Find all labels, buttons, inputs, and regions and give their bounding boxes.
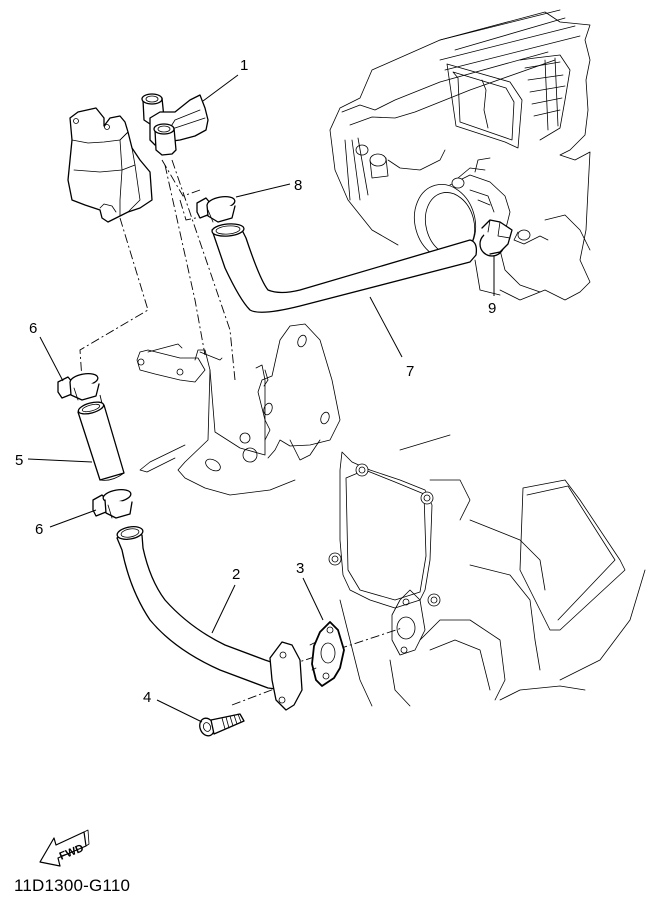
drawing-code: 11D1300-G110 <box>14 876 131 895</box>
part-4-bolt <box>199 713 245 737</box>
callout-1: 1 <box>202 57 248 102</box>
svg-text:6: 6 <box>35 521 43 538</box>
part-6-clamp-upper <box>57 372 100 401</box>
callout-5: 5 <box>15 452 93 469</box>
callout-6-lower: 6 <box>35 509 97 538</box>
callout-2: 2 <box>211 566 240 634</box>
callout-9: 9 <box>488 256 496 317</box>
part-8-clamp <box>196 195 236 223</box>
part-3-gasket <box>309 621 345 687</box>
forward-direction-arrow: FWD <box>39 829 90 867</box>
callout-3: 3 <box>296 560 324 621</box>
callout-4: 4 <box>143 689 203 723</box>
part-6-clamp-lower <box>92 488 133 519</box>
svg-text:3: 3 <box>296 560 304 577</box>
part-2-induction-pipe <box>116 526 303 711</box>
svg-text:1: 1 <box>240 57 248 74</box>
part-7-hose <box>211 223 478 313</box>
part-9-clamp <box>479 219 513 257</box>
part-1-air-cut-valve <box>67 93 209 223</box>
svg-text:2: 2 <box>232 566 240 583</box>
part-5-hose <box>77 401 125 481</box>
callout-7: 7 <box>369 296 414 380</box>
svg-text:4: 4 <box>143 689 151 706</box>
mounting-bracket <box>136 323 341 496</box>
callout-8: 8 <box>235 177 302 198</box>
svg-text:8: 8 <box>294 177 302 194</box>
svg-text:9: 9 <box>488 300 496 317</box>
callout-6-upper: 6 <box>29 320 64 382</box>
svg-text:5: 5 <box>15 452 23 469</box>
cylinder-head-background <box>328 434 646 707</box>
airbox-background <box>329 9 591 301</box>
svg-text:7: 7 <box>406 363 414 380</box>
svg-text:6: 6 <box>29 320 37 337</box>
